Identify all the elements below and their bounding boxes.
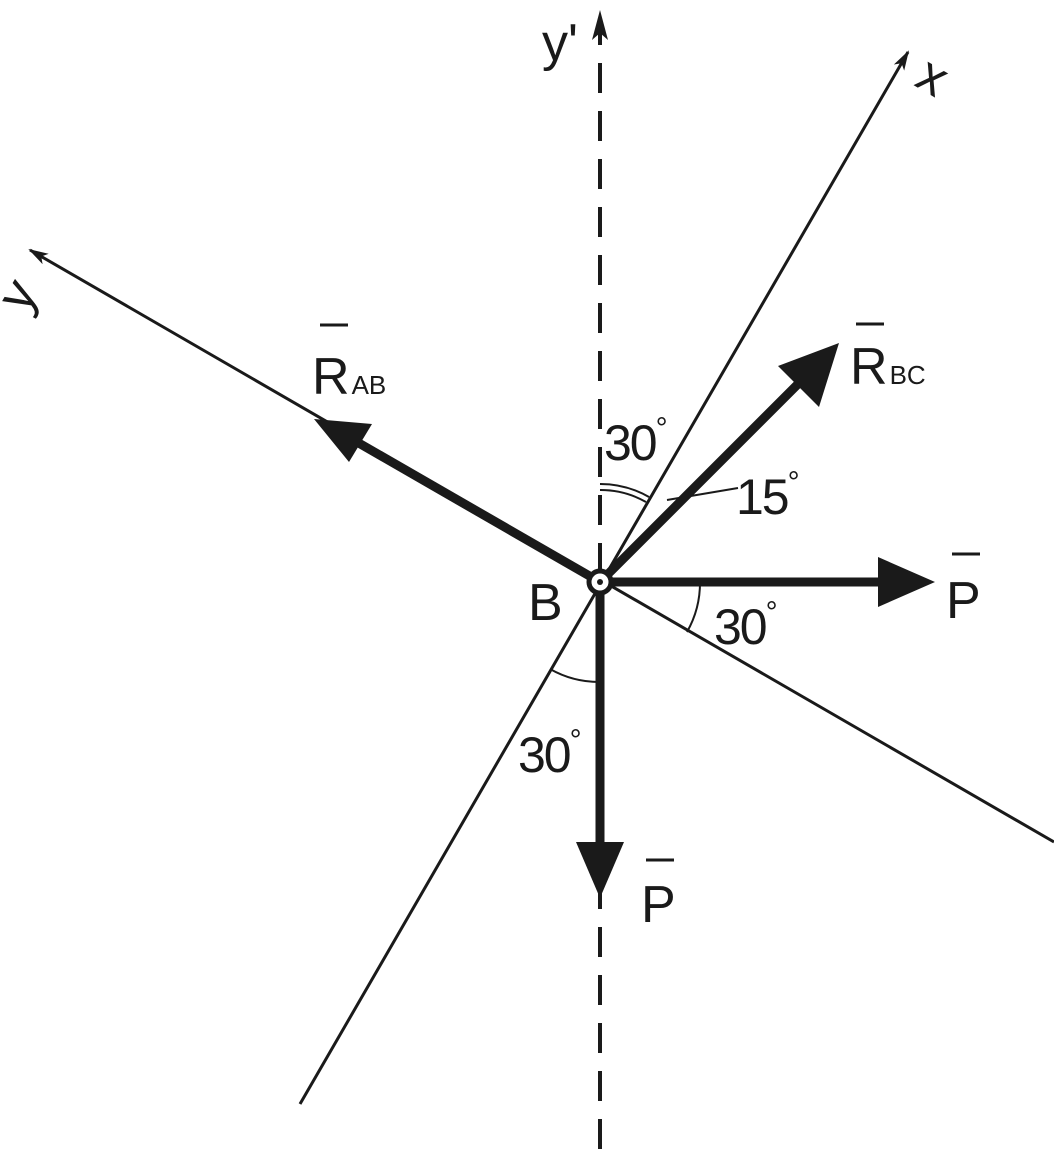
joint-b-label: B [528,574,563,632]
p-vertical-label: P [641,876,676,934]
r-ab-arrow-shaft [347,434,603,586]
r-bc-arrowhead [778,343,839,407]
angle-right-unit: ° [766,596,778,629]
angle-arc-top [599,482,650,498]
angle-bottom-unit: ° [570,724,582,757]
angle-top-value: 30 [604,415,656,471]
r-ab-symbol: R [312,348,350,406]
r-ab-label: RAB [312,348,386,406]
angle-top-unit: ° [656,412,668,445]
angle-arc-right [686,581,702,633]
angle-bottom-label: 30° [518,724,582,783]
angle-arc-bottom [549,668,601,684]
r-bc-subscript: BC [890,360,926,390]
p-horizontal-arrowhead [878,557,935,607]
angle-right-label: 30° [714,596,778,655]
angle-arc-top-inner [599,488,647,503]
y-axis-label: y [0,270,49,322]
r-ab-subscript: AB [352,370,387,400]
angle-bottom-value: 30 [518,727,570,783]
angle-rbc-unit: ° [788,466,800,499]
y-prime-axis-label: y' [542,14,578,72]
angle-right-value: 30 [714,599,766,655]
r-bc-label: RBC [850,338,926,396]
angle-15-leader [666,487,739,501]
r-bc-symbol: R [850,338,888,396]
y-prime-axis-arrowhead [592,10,608,40]
x-axis-label: x [907,45,959,108]
angle-top-label: 30° [604,412,668,471]
r-ab-arrowhead [314,419,372,462]
angle-rbc-label: 15° [736,466,800,525]
p-horizontal-label: P [946,572,981,630]
p-vertical-arrowhead [576,842,624,898]
joint-b-pin-center [597,579,603,585]
angle-rbc-value: 15 [736,469,788,525]
r-bc-arrow-shaft [596,370,812,586]
